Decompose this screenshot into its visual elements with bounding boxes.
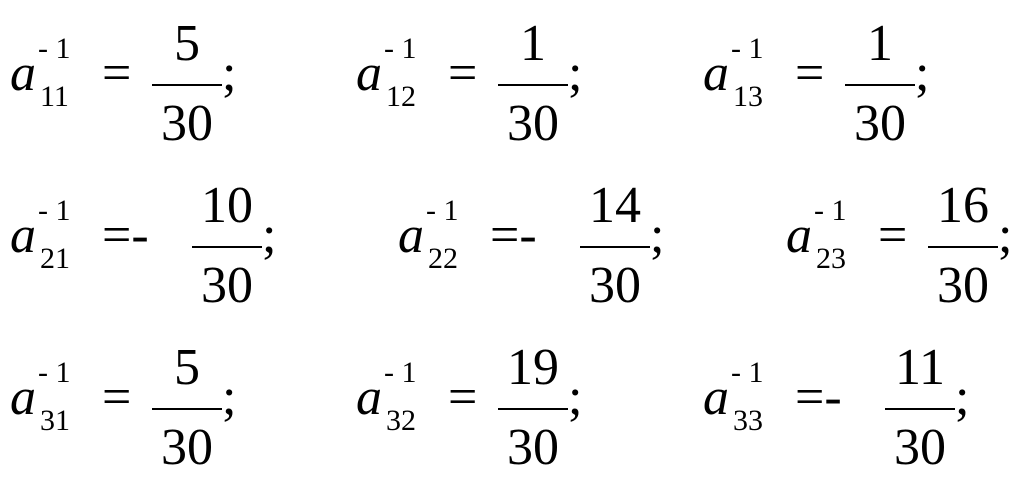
numerator: 19 (507, 339, 559, 396)
numerator: 1 (867, 15, 893, 72)
index-subscript: 13 (733, 80, 763, 113)
relation-sign: = (102, 369, 132, 426)
inverse-superscript: - 1 (384, 356, 417, 389)
variable-symbol: a (398, 207, 424, 264)
index-subscript: 21 (40, 242, 70, 275)
variable-symbol: a (356, 369, 382, 426)
inverse-superscript: - 1 (38, 356, 71, 389)
denominator: 30 (161, 419, 213, 476)
denominator: 30 (854, 95, 906, 152)
fraction: 10 30 (192, 162, 262, 322)
semicolon: ; (650, 207, 665, 264)
fraction-bar (885, 408, 955, 410)
variable-symbol: a (10, 45, 36, 102)
semicolon: ; (568, 45, 583, 102)
fraction-bar (152, 408, 222, 410)
row-1: a - 1 11 = 5 30 ; a - 1 12 = 1 30 ; a (0, 0, 1024, 160)
denominator: 30 (937, 257, 989, 314)
variable-symbol: a (703, 45, 729, 102)
relation-sign: = (795, 45, 825, 102)
index-subscript: 32 (386, 404, 416, 437)
fraction: 19 30 (498, 324, 568, 484)
numerator: 5 (174, 15, 200, 72)
fraction-bar (498, 408, 568, 410)
denominator: 30 (161, 95, 213, 152)
fraction-bar (152, 84, 222, 86)
semicolon: ; (955, 369, 970, 426)
numerator: 10 (201, 177, 253, 234)
variable-symbol: a (10, 207, 36, 264)
numerator: 14 (589, 177, 641, 234)
denominator: 30 (894, 419, 946, 476)
denominator: 30 (507, 419, 559, 476)
fraction-bar (498, 84, 568, 86)
semicolon: ; (262, 207, 277, 264)
denominator: 30 (507, 95, 559, 152)
numerator: 11 (894, 339, 946, 396)
inverse-superscript: - 1 (731, 356, 764, 389)
index-subscript: 11 (40, 80, 69, 113)
fraction: 14 30 (580, 162, 650, 322)
fraction: 1 30 (845, 0, 915, 160)
inverse-superscript: - 1 (731, 32, 764, 65)
row-3: a - 1 31 = 5 30 ; a - 1 32 = 19 30 ; a (0, 324, 1024, 484)
variable-symbol: a (786, 207, 812, 264)
variable-symbol: a (703, 369, 729, 426)
numerator: 5 (174, 339, 200, 396)
fraction: 5 30 (152, 324, 222, 484)
fraction-bar (845, 84, 915, 86)
variable-symbol: a (356, 45, 382, 102)
denominator: 30 (589, 257, 641, 314)
relation-sign: = (878, 207, 908, 264)
fraction: 1 30 (498, 0, 568, 160)
fraction: 5 30 (152, 0, 222, 160)
index-subscript: 33 (733, 404, 763, 437)
semicolon: ; (222, 369, 237, 426)
semicolon: ; (222, 45, 237, 102)
row-2: a - 1 21 =- 10 30 ; a - 1 22 =- 14 30 ; … (0, 162, 1024, 322)
variable-symbol: a (10, 369, 36, 426)
denominator: 30 (201, 257, 253, 314)
fraction: 16 30 (928, 162, 998, 322)
inverse-superscript: - 1 (426, 194, 459, 227)
semicolon: ; (568, 369, 583, 426)
inverse-superscript: - 1 (38, 32, 71, 65)
fraction: 11 30 (885, 324, 955, 484)
inverse-superscript: - 1 (38, 194, 71, 227)
relation-sign: = (448, 45, 478, 102)
numerator: 1 (520, 15, 546, 72)
fraction-bar (580, 246, 650, 248)
relation-sign: =- (490, 207, 537, 264)
relation-sign: =- (102, 207, 149, 264)
semicolon: ; (915, 45, 930, 102)
index-subscript: 12 (386, 80, 416, 113)
inverse-superscript: - 1 (384, 32, 417, 65)
index-subscript: 23 (816, 242, 846, 275)
index-subscript: 31 (40, 404, 70, 437)
semicolon: ; (998, 207, 1013, 264)
relation-sign: = (102, 45, 132, 102)
fraction-bar (928, 246, 998, 248)
index-subscript: 22 (428, 242, 458, 275)
inverse-superscript: - 1 (814, 194, 847, 227)
relation-sign: = (448, 369, 478, 426)
relation-sign: =- (795, 369, 842, 426)
numerator: 16 (937, 177, 989, 234)
fraction-bar (192, 246, 262, 248)
